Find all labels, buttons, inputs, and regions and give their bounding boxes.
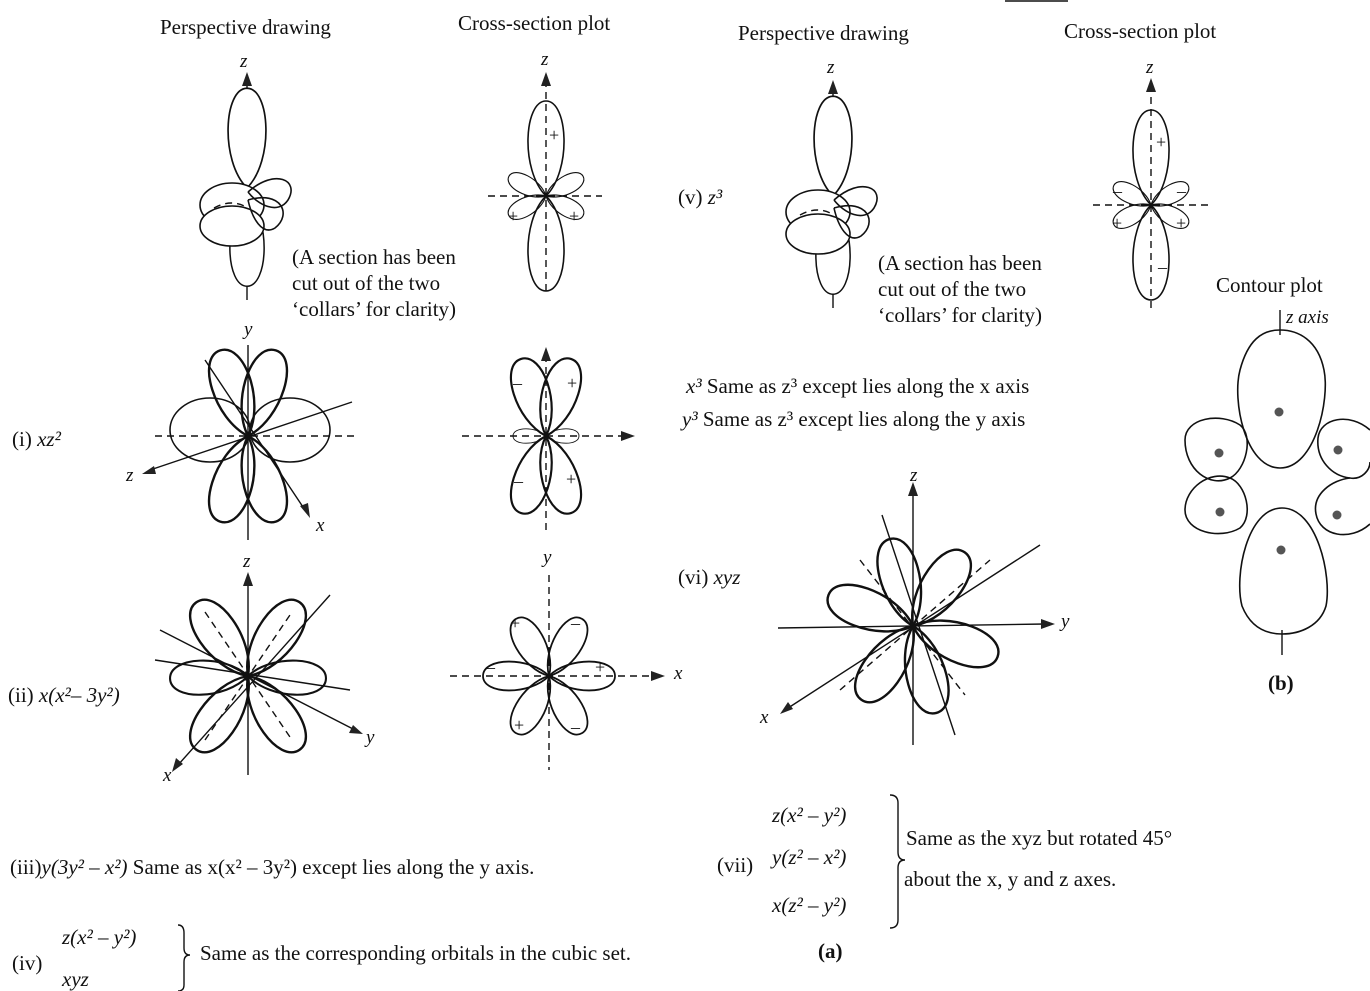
- axis-label-y: y: [366, 728, 374, 749]
- header-perspective-left: Perspective drawing: [160, 16, 331, 39]
- panel-label-b: (b): [1268, 672, 1294, 695]
- sign-plus: +: [514, 716, 524, 734]
- row-vii-text-1: Same as the xyz but rotated 45°: [906, 827, 1172, 850]
- axis-label-x: x: [760, 708, 768, 729]
- note-line-1: (A section has been: [878, 252, 1042, 275]
- row-vii-formula-1: z(x² – y²): [772, 804, 846, 827]
- perspective-drawing-z3: [786, 80, 877, 308]
- axis-label-z: z: [827, 58, 834, 79]
- row-iv-text: Same as the corresponding orbitals in th…: [200, 942, 631, 965]
- sign-plus: +: [1176, 214, 1186, 232]
- brace-iv: [178, 925, 190, 991]
- row-iv-number: (iv): [12, 952, 42, 975]
- cross-section-top-left: [488, 72, 602, 295]
- row-vii-number: (vii): [717, 854, 753, 877]
- note-line-2: cut out of the two: [878, 278, 1026, 301]
- axis-label-z: z: [240, 52, 247, 73]
- perspective-drawing-top-left: [200, 72, 291, 300]
- sign-plus: +: [549, 126, 559, 144]
- row-vii-formula-2: y(z² – x²): [772, 846, 846, 869]
- sign-minus: –: [1158, 258, 1167, 276]
- contour-plot: [1185, 310, 1370, 655]
- header-cross-left: Cross-section plot: [458, 12, 610, 35]
- row-iv-formula-1: z(x² – y²): [62, 926, 136, 949]
- header-perspective-right: Perspective drawing: [738, 22, 909, 45]
- row-vii-formula-3: x(z² – y²): [772, 894, 846, 917]
- axis-label-y: y: [244, 320, 252, 341]
- sign-plus: +: [569, 207, 579, 225]
- sign-minus: –: [1113, 182, 1122, 200]
- header-cross-right: Cross-section plot: [1064, 20, 1216, 43]
- sign-plus: +: [508, 207, 518, 225]
- sign-minus: –: [571, 614, 580, 632]
- perspective-drawing-xyz: [778, 482, 1055, 745]
- axis-label-z: z: [126, 466, 133, 487]
- row-vii-text-2: about the x, y and z axes.: [904, 868, 1116, 891]
- sign-plus: +: [1156, 133, 1166, 151]
- axis-label-x: x: [163, 766, 171, 787]
- note-line-3: ‘collars’ for clarity): [292, 298, 456, 321]
- axis-label-z: z: [1146, 58, 1153, 79]
- row-y3: y³ Same as z³ except lies along the y ax…: [682, 408, 1025, 431]
- row-iv-formula-2: xyz: [62, 968, 89, 991]
- brace-vii: [890, 795, 905, 928]
- row-i-number: (i) xz²: [12, 428, 61, 451]
- perspective-drawing-xz2: [142, 344, 355, 540]
- sign-minus: –: [486, 658, 495, 676]
- row-iii: (iii)y(3y² – x²) Same as x(x² – 3y²) exc…: [10, 856, 534, 879]
- cross-section-z3: [1093, 78, 1210, 312]
- sign-plus: +: [567, 374, 577, 392]
- sign-plus: +: [510, 614, 520, 632]
- cross-section-x-x2-3y2: [450, 575, 665, 770]
- sign-plus: +: [595, 658, 605, 676]
- perspective-drawing-x-x2-3y2: [155, 572, 363, 775]
- axis-label-z: z: [541, 50, 548, 71]
- sign-minus: –: [571, 718, 580, 736]
- row-ii-number: (ii) x(x²– 3y²): [8, 684, 120, 707]
- sign-minus: –: [514, 472, 523, 490]
- panel-label-a: (a): [818, 940, 843, 963]
- axis-label-z: z: [910, 466, 917, 487]
- row-vi-number: (vi) xyz: [678, 566, 740, 589]
- header-contour: Contour plot: [1216, 274, 1323, 297]
- row-x3: x³ Same as z³ except lies along the x ax…: [686, 375, 1029, 398]
- axis-label-z-axis: z axis: [1286, 308, 1329, 329]
- axis-label-x: x: [674, 664, 682, 685]
- sign-plus: +: [566, 470, 576, 488]
- note-line-1: (A section has been: [292, 246, 456, 269]
- row-v-number: (v) z³: [678, 186, 722, 209]
- cross-section-xz2: [462, 347, 635, 530]
- sign-minus: –: [1177, 182, 1186, 200]
- axis-label-x: x: [316, 516, 324, 537]
- axis-label-z: z: [243, 552, 250, 573]
- axis-label-y: y: [543, 548, 551, 569]
- sign-plus: +: [1112, 214, 1122, 232]
- axis-label-y: y: [1061, 612, 1069, 633]
- note-line-3: ‘collars’ for clarity): [878, 304, 1042, 327]
- sign-minus: –: [513, 374, 522, 392]
- note-line-2: cut out of the two: [292, 272, 440, 295]
